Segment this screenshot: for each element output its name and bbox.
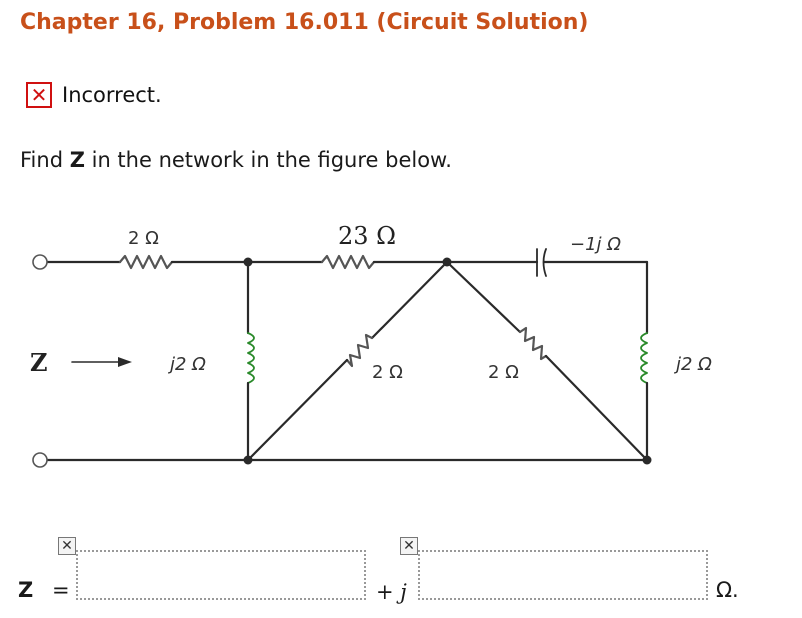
diag-right-b	[544, 354, 649, 462]
label-ind-left: j2 Ω	[167, 354, 206, 375]
diag-right-a	[445, 260, 522, 334]
answer-equals: =	[52, 578, 70, 602]
node-top-left	[243, 257, 253, 267]
problem-title: Chapter 16, Problem 16.011 (Circuit Solu…	[20, 10, 589, 35]
diag-mid-b	[246, 358, 349, 462]
circuit-figure: 2 Ω 23 Ω −1j Ω Z j2 Ω 2 Ω 2 Ω j2 Ω	[30, 222, 712, 468]
prompt-suffix: in the network in the figure below.	[84, 148, 452, 172]
imag-flag-icon: ✕	[400, 537, 418, 555]
x-icon: ✕	[26, 82, 52, 108]
imag-part-input[interactable]	[420, 552, 706, 598]
plus-j-label: + j	[376, 580, 407, 604]
inductor-left	[247, 332, 255, 384]
node-bottom-right	[642, 455, 652, 465]
problem-statement: Find Z in the network in the figure belo…	[20, 148, 452, 172]
terminal-bottom	[32, 452, 48, 468]
imag-part-box[interactable]	[418, 550, 708, 600]
label-r-mid: 2 Ω	[372, 362, 403, 383]
real-part-box[interactable]	[76, 550, 366, 600]
node-bottom-left	[243, 455, 253, 465]
label-r-right: 2 Ω	[488, 362, 519, 383]
terminal-top	[32, 254, 48, 270]
unit-label: Ω.	[716, 578, 739, 602]
node-top-mid	[442, 257, 452, 267]
z-arrow-head	[118, 357, 132, 367]
resistor-left	[118, 254, 174, 270]
label-z: Z	[30, 348, 48, 377]
inductor-right	[640, 332, 648, 384]
real-part-input[interactable]	[78, 552, 364, 598]
resistor-top	[320, 254, 376, 270]
diag-mid-a	[370, 260, 449, 340]
resistor-right	[518, 326, 548, 361]
label-r-left: 2 Ω	[128, 228, 159, 249]
status-indicator: ✕ Incorrect.	[26, 78, 162, 112]
real-flag-icon: ✕	[58, 537, 76, 555]
resistor-mid	[345, 333, 374, 368]
answer-variable: Z	[18, 578, 34, 602]
label-r-top: 23 Ω	[338, 222, 396, 250]
status-text: Incorrect.	[62, 83, 162, 107]
label-ind-right: j2 Ω	[673, 354, 712, 375]
prompt-variable: Z	[69, 148, 85, 172]
prompt-prefix: Find	[20, 148, 70, 172]
label-cap: −1j Ω	[570, 234, 621, 255]
